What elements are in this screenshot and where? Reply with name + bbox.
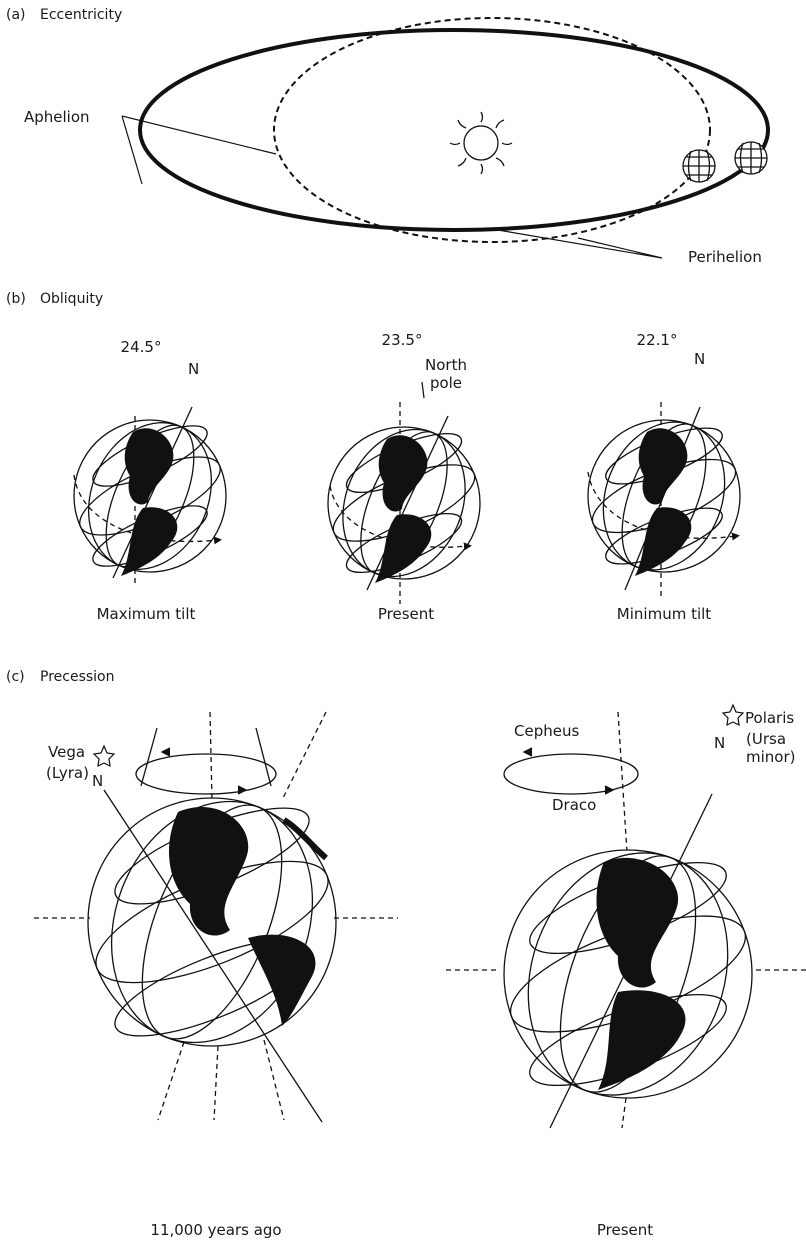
precession-panel [34,703,806,1129]
north-label-max: N [188,360,200,378]
vega-label: Vega [48,743,86,761]
perihelion-label: Perihelion [688,248,762,266]
draco-label: Draco [552,796,597,814]
precession-cone-present [503,711,639,869]
globe-11000-years-ago [34,789,398,1123]
section-b-tag: (b) [6,291,26,307]
eccentricity-panel [121,17,770,259]
aphelion-leader [121,115,277,185]
earth-globe-icon [682,149,716,183]
circular-orbit [273,17,711,243]
section-b-title: Obliquity [40,291,104,307]
earth-globe-icon [734,141,768,175]
star-icon [92,744,116,768]
obliquity-panel [73,381,741,604]
section-a-title: Eccentricity [40,7,123,23]
polaris-label: Polaris [745,709,795,727]
aphelion-label: Aphelion [24,108,90,126]
north-label-present: N [714,734,726,752]
lyra-label: (Lyra) [46,764,89,782]
globe-present-tilt [327,402,481,604]
globe-maximum-tilt [73,406,227,584]
caption-present: Present [377,605,435,623]
angle-present: 23.5° [381,331,423,349]
perihelion-leader [497,229,663,259]
eccentric-orbit [138,28,770,232]
ursa-minor-label: (Ursa minor) [746,730,796,766]
cepheus-label: Cepheus [514,722,580,740]
sun-icon [449,111,513,175]
angle-min: 22.1° [636,331,678,349]
precession-cone-past [135,711,327,801]
north-pole-label: North pole [425,356,467,392]
caption-maximum-tilt: Maximum tilt [96,605,196,623]
globe-minimum-tilt [587,402,741,596]
section-c-title: Precession [40,669,115,685]
section-c-tag: (c) [6,669,25,685]
caption-minimum-tilt: Minimum tilt [616,605,712,623]
section-a-tag: (a) [6,7,26,23]
globe-present-precession [446,793,806,1129]
north-label-min: N [694,350,706,368]
star-icon [721,703,745,727]
caption-present-precession: Present [596,1221,654,1239]
caption-11000-years-ago: 11,000 years ago [150,1221,282,1239]
angle-max: 24.5° [120,338,162,356]
north-label-past: N [92,772,104,790]
